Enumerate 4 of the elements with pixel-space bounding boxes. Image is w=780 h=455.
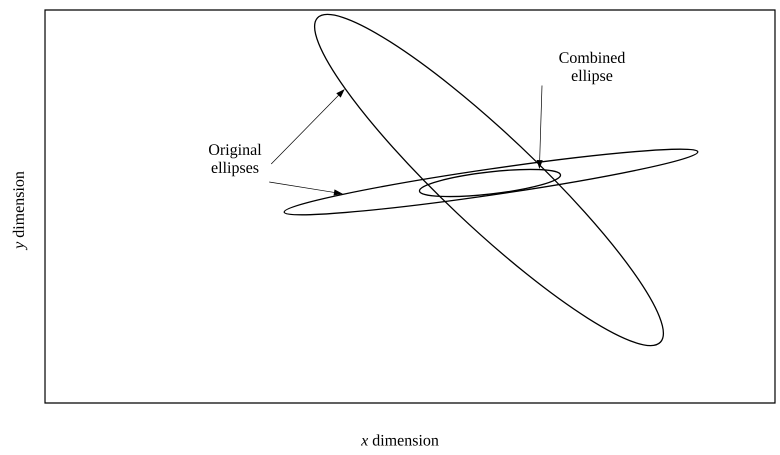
callout-text: Combined ellipse bbox=[559, 52, 626, 84]
axis-label: x dimension bbox=[360, 434, 439, 446]
axis-label: y dimension bbox=[12, 171, 28, 250]
callout-text: Original ellipses bbox=[209, 144, 262, 176]
